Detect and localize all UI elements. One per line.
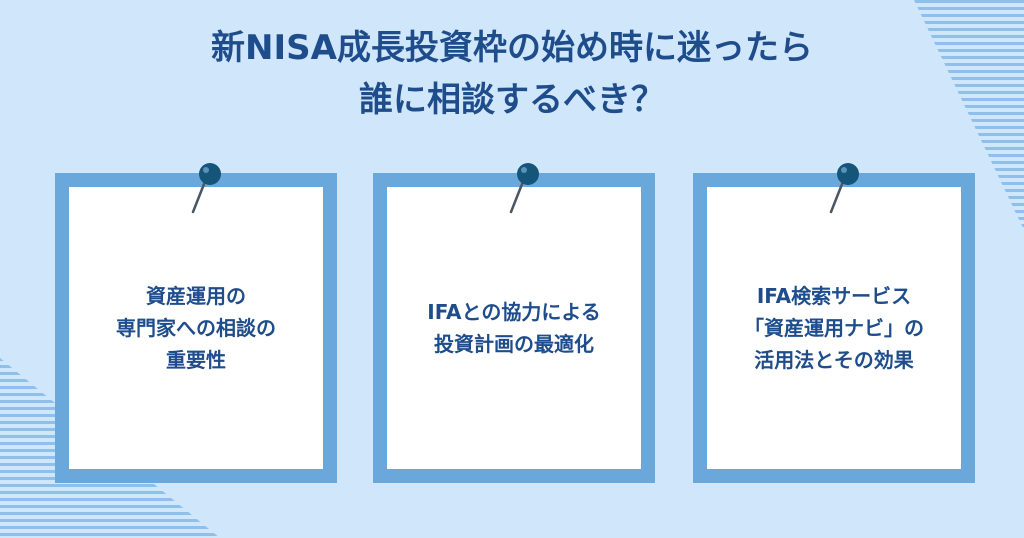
card-2-text: IFAとの協力による 投資計画の最適化 [421,296,607,360]
card-3-line-2: 「資産運用ナビ」の [744,316,924,340]
card-1-line-2: 専門家への相談の [116,316,276,340]
card-3-line-1: IFA検索サービス [756,284,912,308]
card-2: IFAとの協力による 投資計画の最適化 [373,173,655,483]
page-title: 新NISA成長投資枠の始め時に迷ったら 誰に相談するべき？ [0,22,1024,126]
card-3-line-3: 活用法とその効果 [754,348,914,372]
card-2-line-1: IFAとの協力による [427,300,601,324]
pushpin-icon [191,163,221,214]
card-1-line-3: 重要性 [166,348,226,372]
card-2-line-2: 投資計画の最適化 [434,332,594,356]
card-1-text: 資産運用の 専門家への相談の 重要性 [110,280,282,376]
title-line-1: 新NISA成長投資枠の始め時に迷ったら [211,28,813,68]
title-line-2: 誰に相談するべき？ [359,80,665,120]
card-1: 資産運用の 専門家への相談の 重要性 [55,173,337,483]
pushpin-icon [829,163,859,214]
pushpin-icon [509,163,539,214]
card-3-text: IFA検索サービス 「資産運用ナビ」の 活用法とその効果 [738,280,930,376]
card-1-line-1: 資産運用の [146,284,246,308]
card-3: IFA検索サービス 「資産運用ナビ」の 活用法とその効果 [693,173,975,483]
